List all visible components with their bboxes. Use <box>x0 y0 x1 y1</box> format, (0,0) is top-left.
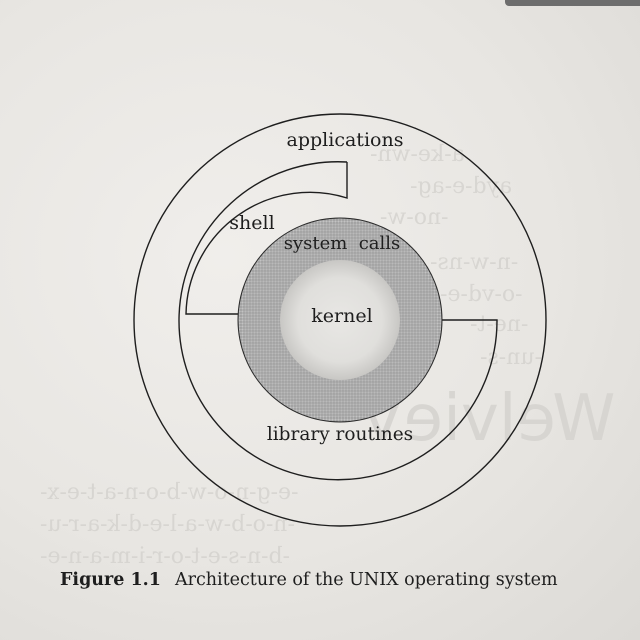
system-calls-label: system calls <box>284 233 401 254</box>
shell-boundary <box>185 162 348 315</box>
figure-number: Figure 1.1 <box>60 570 161 590</box>
applications-ring <box>133 113 547 527</box>
library-routines-boundary <box>178 161 498 481</box>
applications-label: applications <box>287 129 404 151</box>
page-top-edge <box>505 0 640 6</box>
library-routines-label: library routines <box>267 424 413 445</box>
figure-caption: Figure 1.1 Architecture of the UNIX opera… <box>60 570 558 590</box>
shell-label: shell <box>229 212 274 234</box>
kernel-label: kernel <box>311 305 372 327</box>
figure-caption-text: Architecture of the UNIX operating syste… <box>174 570 558 590</box>
kernel-core <box>280 260 400 380</box>
